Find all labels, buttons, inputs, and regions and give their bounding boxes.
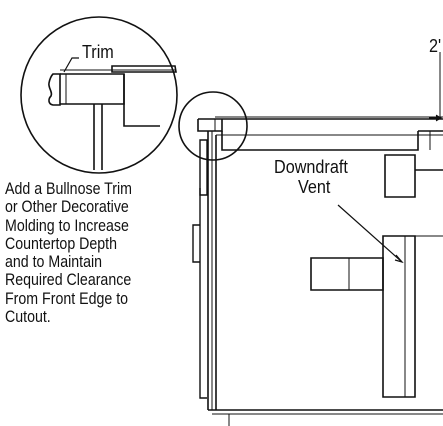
detail-countertop-block bbox=[60, 73, 125, 105]
detail-circle bbox=[20, 16, 178, 174]
detail-circle-group bbox=[20, 16, 178, 174]
trim-leader bbox=[63, 57, 79, 73]
cabinet bbox=[192, 131, 443, 426]
detail-countertop bbox=[111, 65, 177, 73]
note-line: From Front Edge to bbox=[5, 289, 129, 308]
note-line: Countertop Depth bbox=[5, 234, 118, 253]
vent-leader bbox=[337, 204, 403, 263]
dimension-marker bbox=[429, 52, 442, 122]
trim-note: Add a Bullnose Trim or Other Decorative … bbox=[5, 180, 132, 326]
note-line: Molding to Increase bbox=[5, 216, 129, 235]
countertop bbox=[197, 116, 443, 151]
detail-cutout-step bbox=[123, 74, 160, 127]
dimension-label: 2' bbox=[429, 36, 442, 56]
trim-label: Trim bbox=[82, 42, 114, 62]
note-line: and to Maintain bbox=[5, 253, 103, 272]
note-line: Cutout. bbox=[5, 308, 51, 327]
reference-circle bbox=[178, 91, 248, 161]
note-line: Add a Bullnose Trim bbox=[5, 180, 132, 198]
downdraft-label: Downdraft bbox=[274, 157, 348, 177]
vent-label: Vent bbox=[298, 177, 331, 197]
note-line: or Other Decorative bbox=[5, 198, 129, 217]
downdraft-vent-unit bbox=[310, 154, 443, 398]
note-line: Required Clearance bbox=[5, 271, 132, 290]
detail-trim-profile bbox=[48, 73, 61, 106]
